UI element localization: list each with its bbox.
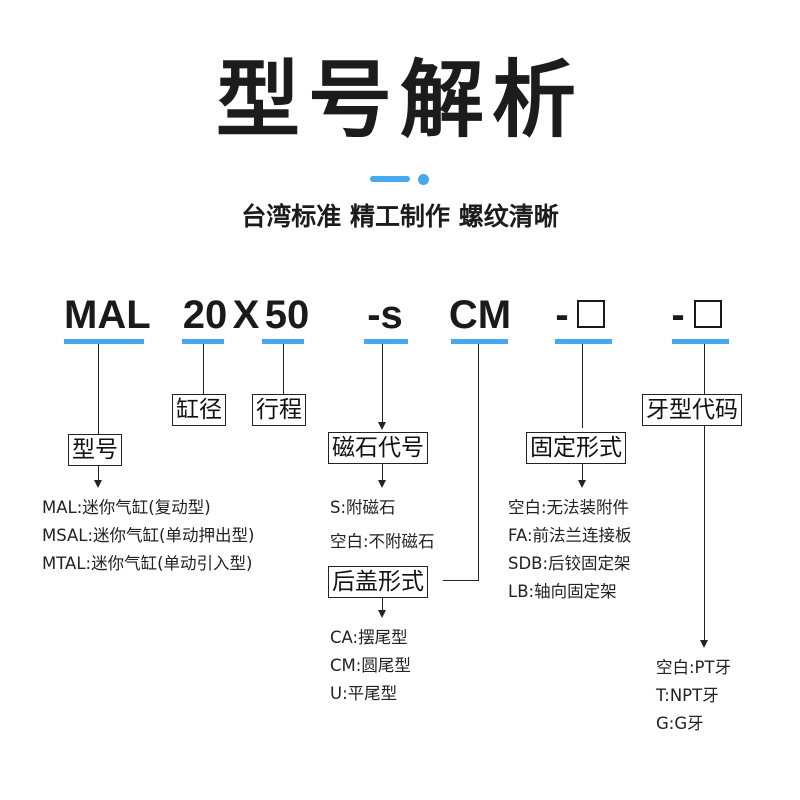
series-options: MAL:迷你气缸(复动型) MSAL:迷你气缸(单动押出型) MTAL:迷你气缸… bbox=[42, 494, 254, 578]
connector-magnet-2 bbox=[382, 464, 383, 482]
code-mount-dash: - bbox=[555, 293, 569, 337]
bar-thread bbox=[672, 339, 729, 344]
thread-option: T:NPT牙 bbox=[656, 686, 719, 705]
bar-rear-cover bbox=[451, 339, 508, 344]
connector-series-2 bbox=[98, 464, 99, 482]
mount-option: FA:前法兰连接板 bbox=[508, 526, 632, 545]
connector-rear-cover-h bbox=[443, 580, 479, 581]
code-thread-box bbox=[694, 300, 722, 328]
arrow-thread bbox=[700, 640, 708, 648]
label-thread: 牙型代码 bbox=[642, 394, 742, 426]
page-title: 型号解析 bbox=[215, 51, 584, 149]
rear-cover-option: CM:圆尾型 bbox=[330, 656, 411, 675]
series-option: MSAL:迷你气缸(单动押出型) bbox=[42, 526, 255, 545]
thread-options: 空白:PT牙 T:NPT牙 G:G牙 bbox=[656, 654, 731, 738]
connector-bore bbox=[203, 344, 204, 396]
subtitle: 台湾标准 精工制作 螺纹清晰 bbox=[241, 202, 559, 231]
thread-option: 空白:PT牙 bbox=[656, 658, 732, 677]
rear-cover-option: CA:摆尾型 bbox=[330, 628, 408, 647]
code-bore: 20 bbox=[182, 293, 228, 337]
arrow-series bbox=[94, 480, 102, 488]
magnet-option: S:附磁石 bbox=[330, 498, 396, 517]
label-magnet: 磁石代号 bbox=[328, 432, 428, 464]
accent-dot bbox=[418, 174, 429, 185]
code-separator: X bbox=[232, 293, 260, 337]
series-option: MTAL:迷你气缸(单动引入型) bbox=[42, 554, 253, 573]
magnet-options: S:附磁石 空白:不附磁石 bbox=[330, 494, 435, 556]
code-stroke: 50 bbox=[264, 293, 310, 337]
magnet-option: 空白:不附磁石 bbox=[330, 532, 435, 551]
code-mount-box bbox=[577, 300, 605, 328]
connector-rear-cover-2 bbox=[382, 598, 383, 612]
connector-magnet bbox=[382, 344, 383, 424]
bar-bore bbox=[182, 339, 224, 344]
connector-stroke bbox=[283, 344, 284, 396]
arrow-rear-cover bbox=[378, 610, 386, 618]
accent-dash bbox=[370, 176, 410, 182]
rear-cover-options: CA:摆尾型 CM:圆尾型 U:平尾型 bbox=[330, 624, 411, 708]
connector-rear-cover bbox=[478, 344, 479, 580]
code-rear-cover: CM bbox=[448, 293, 512, 337]
connector-series bbox=[98, 344, 99, 434]
mount-option: SDB:后铰固定架 bbox=[508, 554, 631, 573]
mount-options: 空白:无法装附件 FA:前法兰连接板 SDB:后铰固定架 LB:轴向固定架 bbox=[508, 494, 632, 606]
connector-thread-2 bbox=[704, 424, 705, 642]
bar-stroke bbox=[262, 339, 304, 344]
rear-cover-option: U:平尾型 bbox=[330, 684, 398, 703]
bar-series bbox=[64, 339, 144, 344]
code-thread-dash: - bbox=[671, 293, 685, 337]
connector-mount bbox=[582, 344, 583, 428]
code-magnet: -s bbox=[367, 293, 403, 337]
label-stroke: 行程 bbox=[252, 394, 306, 426]
label-mount: 固定形式 bbox=[526, 432, 626, 464]
label-rear-cover: 后盖形式 bbox=[328, 566, 428, 598]
mount-option: LB:轴向固定架 bbox=[508, 582, 617, 601]
bar-mount bbox=[555, 339, 612, 344]
code-series: MAL bbox=[64, 293, 151, 337]
label-series: 型号 bbox=[68, 434, 122, 466]
arrow-magnet bbox=[378, 480, 386, 488]
mount-option: 空白:无法装附件 bbox=[508, 498, 630, 517]
bar-magnet bbox=[364, 339, 408, 344]
thread-option: G:G牙 bbox=[656, 714, 704, 733]
arrow-magnet-label bbox=[378, 422, 386, 430]
connector-mount-2 bbox=[582, 464, 583, 482]
series-option: MAL:迷你气缸(复动型) bbox=[42, 498, 211, 517]
arrow-mount bbox=[578, 480, 586, 488]
label-bore: 缸径 bbox=[172, 394, 226, 426]
connector-thread bbox=[704, 344, 705, 394]
